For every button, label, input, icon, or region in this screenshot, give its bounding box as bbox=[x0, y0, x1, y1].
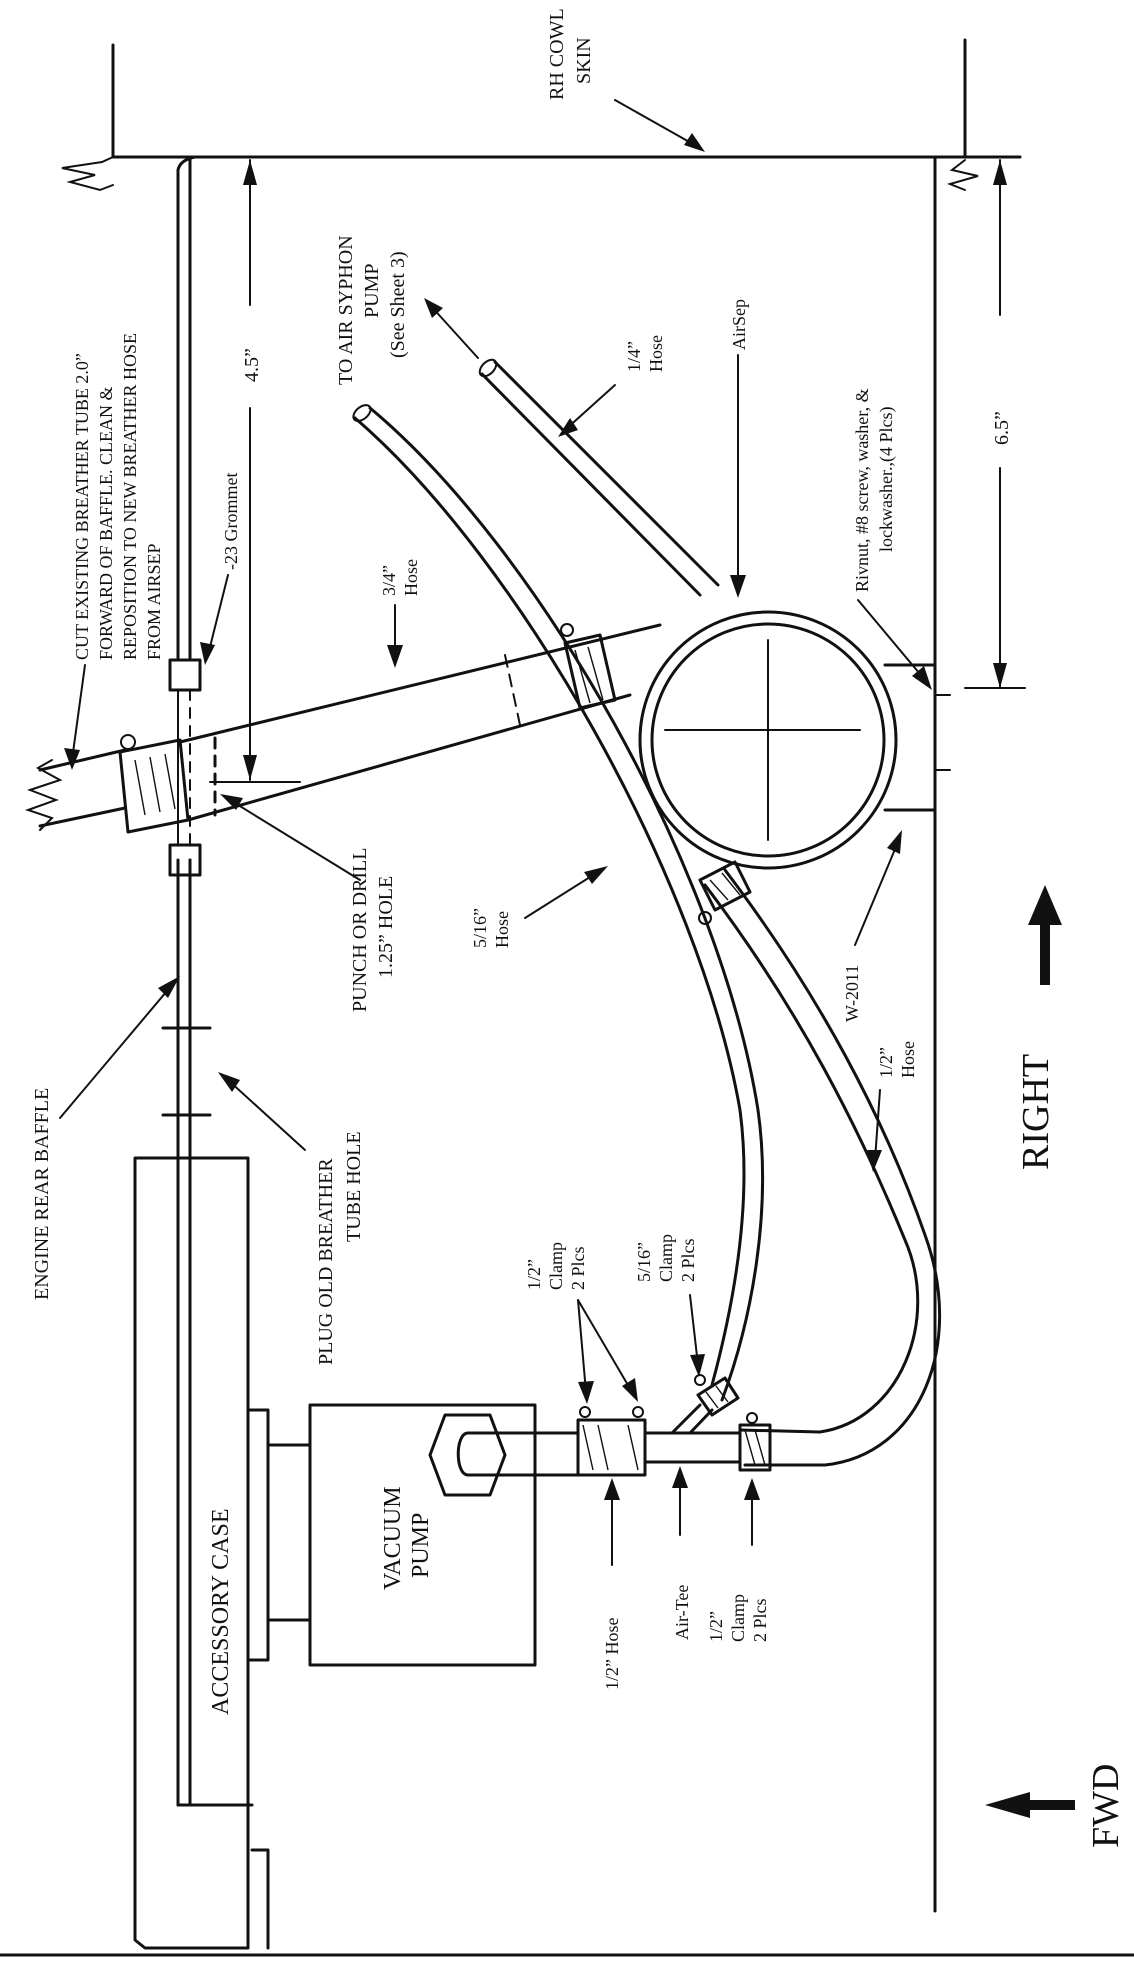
label-accessory-case: ACCESSORY CASE bbox=[208, 1508, 234, 1715]
label-half-hose-bottom: 1/2” Hose bbox=[602, 1618, 622, 1690]
fittings bbox=[576, 1374, 772, 1477]
label-grommet: -23 Grommet bbox=[221, 473, 241, 570]
breather-tube bbox=[24, 734, 190, 834]
label-w2011: W-2011 bbox=[842, 965, 862, 1022]
five-sixteenth-hose bbox=[352, 404, 765, 1402]
label-dim-4-5: 4.5” bbox=[241, 348, 263, 382]
label-fwd: FWD bbox=[1085, 1764, 1127, 1848]
label-clamp-5-16-1: 5/16” bbox=[634, 1242, 654, 1282]
quarter-hose bbox=[478, 358, 720, 597]
label-cut-breather-4: FROM AIRSEP bbox=[144, 543, 164, 660]
half-inch-hose bbox=[698, 860, 942, 1467]
label-cut-breather-2: FORWARD OF BAFFLE. CLEAN & bbox=[96, 386, 116, 660]
right-arrow bbox=[1028, 885, 1062, 985]
vacuum-pump bbox=[266, 1403, 580, 1667]
label-half-hose-right-2: Hose bbox=[898, 1041, 918, 1078]
label-plug-breather-1: PLUG OLD BREATHER bbox=[315, 1158, 337, 1365]
label-air-syphon-3: (See Sheet 3) bbox=[387, 251, 409, 358]
label-air-syphon-1: TO AIR SYPHON bbox=[335, 235, 357, 385]
label-punch-drill-1: PUNCH OR DRILL bbox=[349, 848, 371, 1012]
label-clamp-5-16-3: 2 Plcs bbox=[678, 1238, 698, 1282]
label-quarter-hose-2: Hose bbox=[646, 335, 666, 372]
fwd-arrow bbox=[985, 1792, 1075, 1818]
grommet bbox=[168, 658, 202, 877]
label-clamp-half-top-3: 2 Plcs bbox=[568, 1246, 588, 1290]
label-rh-cowl-skin-line1: RH COWL bbox=[546, 8, 568, 100]
label-cut-breather-1: CUT EXISTING BREATHER TUBE 2.0” bbox=[72, 353, 92, 660]
label-five-sixteenth-hose-1: 5/16” bbox=[470, 908, 490, 948]
dimension-6-5 bbox=[964, 159, 1026, 689]
dimension-4-5 bbox=[209, 159, 301, 783]
three-quarter-hose bbox=[178, 623, 662, 822]
label-clamp-half-bottom-2: Clamp bbox=[728, 1594, 748, 1642]
label-quarter-hose-1: 1/4” bbox=[624, 341, 644, 372]
label-air-tee: Air-Tee bbox=[672, 1585, 692, 1640]
label-vacuum-pump-2: PUMP bbox=[408, 1513, 434, 1578]
label-three-quarter-hose-2: Hose bbox=[401, 559, 421, 596]
rh-cowl-skin bbox=[61, 38, 1022, 1913]
label-clamp-half-top-1: 1/2” bbox=[524, 1259, 544, 1290]
label-clamp-half-top-2: Clamp bbox=[546, 1242, 566, 1290]
label-rivnut-1: Rivnut, #8 screw, washer, & bbox=[852, 388, 872, 592]
label-rh-cowl-skin-line2: SKIN bbox=[573, 37, 595, 84]
label-airsep: AirSep bbox=[729, 299, 749, 350]
airsep bbox=[638, 610, 951, 870]
leaders bbox=[59, 99, 932, 1566]
label-five-sixteenth-hose-2: Hose bbox=[492, 911, 512, 948]
label-right: RIGHT bbox=[1015, 1054, 1057, 1170]
label-vacuum-pump-1: VACUUM bbox=[380, 1486, 406, 1590]
label-air-syphon-2: PUMP bbox=[361, 264, 383, 318]
label-punch-drill-2: 1.25” HOLE bbox=[375, 876, 397, 978]
accessory-case bbox=[133, 1156, 270, 1950]
label-cut-breather-3: REPOSITION TO NEW BREATHER HOSE bbox=[120, 333, 140, 660]
label-clamp-half-bottom-3: 2 Plcs bbox=[750, 1598, 770, 1642]
label-engine-rear-baffle: ENGINE REAR BAFFLE bbox=[31, 1088, 53, 1300]
label-rivnut-2: lockwasher.,(4 Plcs) bbox=[876, 407, 897, 552]
label-clamp-half-bottom-1: 1/2” bbox=[706, 1611, 726, 1642]
engine-rear-baffle bbox=[161, 155, 212, 1807]
label-plug-breather-2: TUBE HOLE bbox=[343, 1131, 365, 1242]
label-three-quarter-hose-1: 3/4” bbox=[379, 565, 399, 596]
label-dim-6-5: 6.5” bbox=[991, 411, 1013, 445]
label-half-hose-right-1: 1/2” bbox=[876, 1047, 896, 1078]
label-clamp-5-16-2: Clamp bbox=[656, 1234, 676, 1282]
